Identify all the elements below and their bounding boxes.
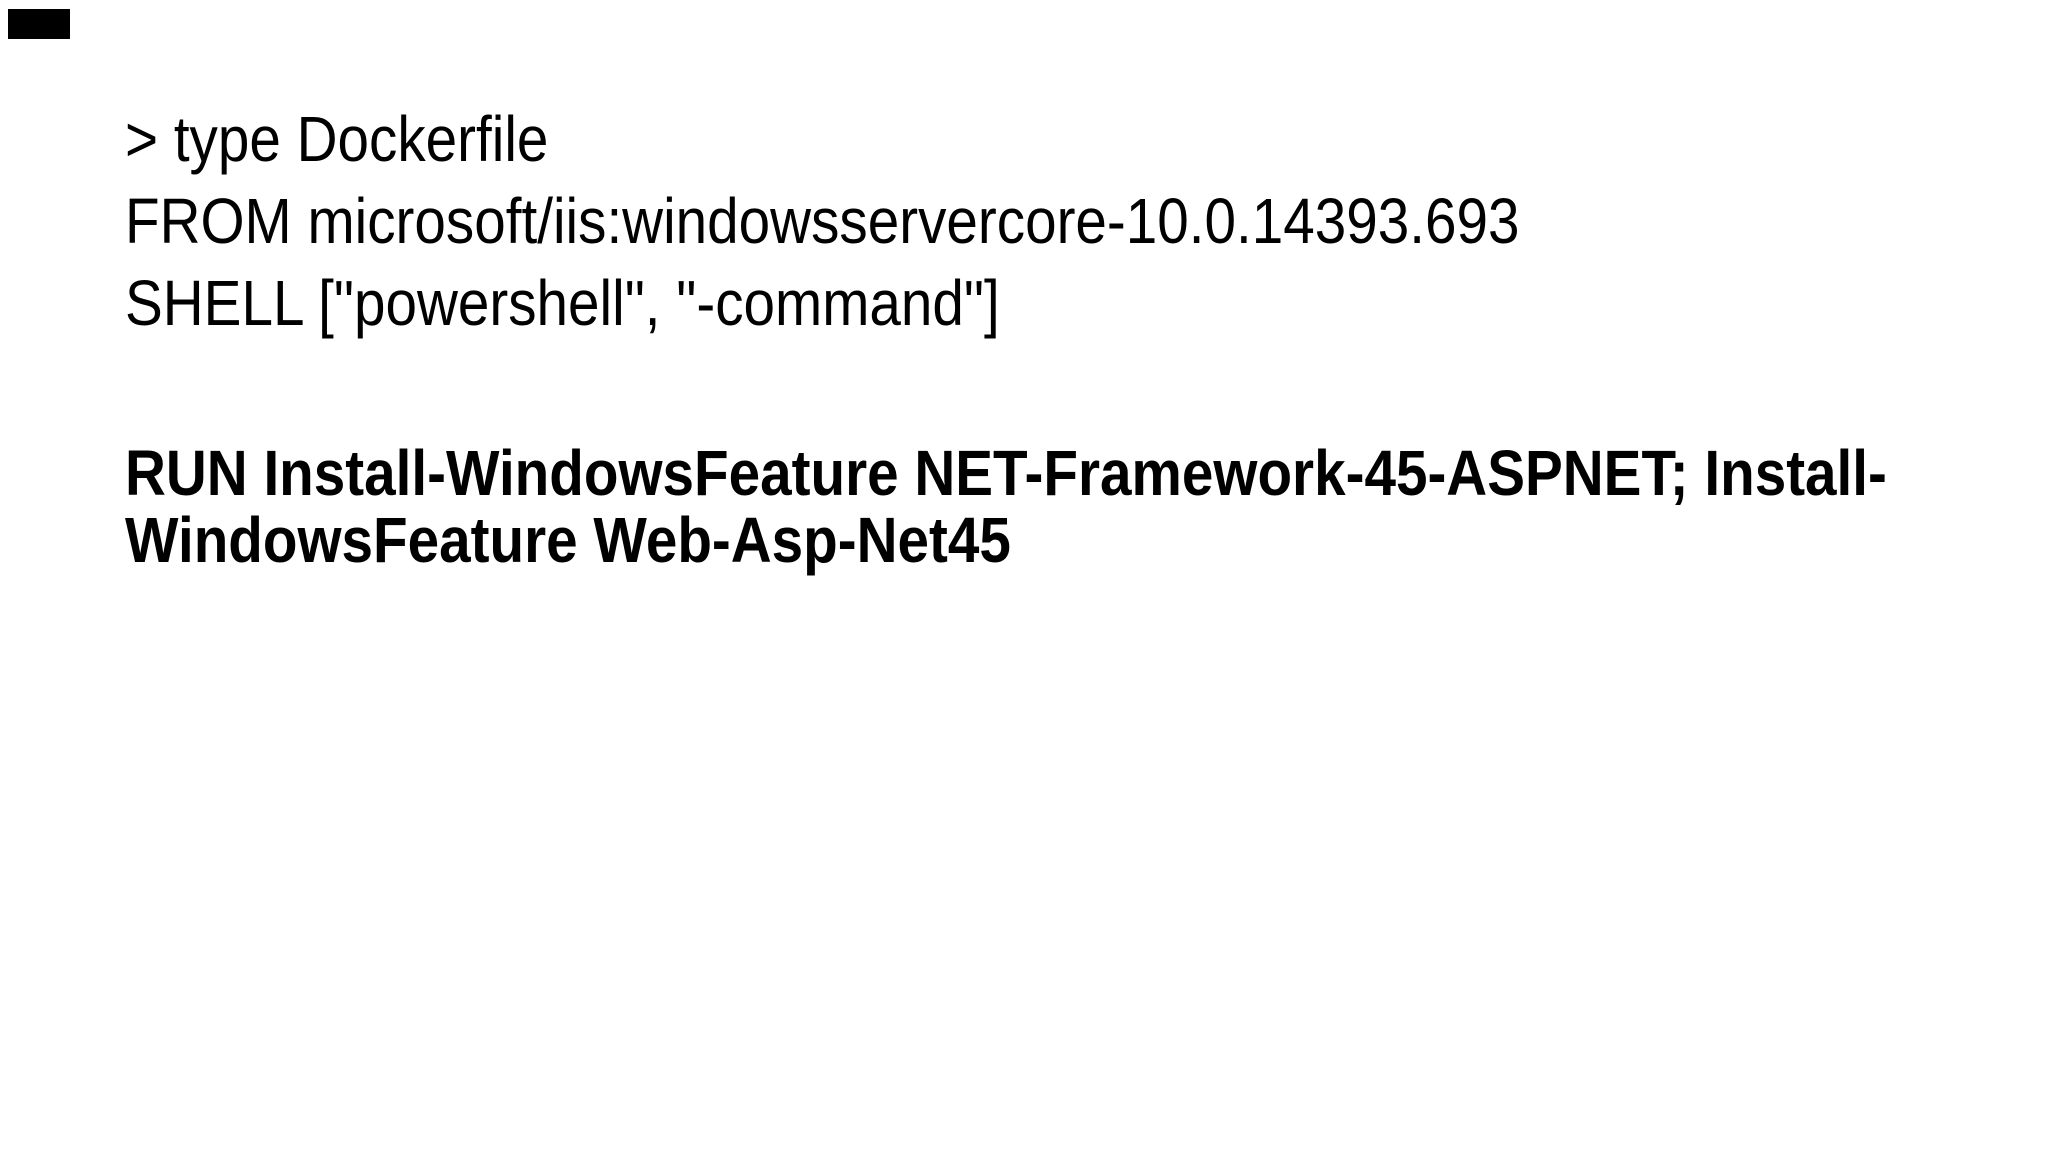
corner-artifact: [8, 9, 70, 39]
dockerfile-run-instruction-block: RUN Install-WindowsFeature NET-Framework…: [125, 440, 1887, 574]
dockerfile-shell-line: SHELL ["powershell", "-command"]: [125, 267, 1000, 339]
dockerfile-run-line-2: WindowsFeature Web-Asp-Net45: [125, 504, 1011, 576]
console-command-line: > type Dockerfile: [125, 103, 549, 175]
dockerfile-from-line: FROM microsoft/iis:windowsservercore-10.…: [125, 185, 1520, 257]
console-output-block: > type Dockerfile FROM microsoft/iis:win…: [125, 98, 1520, 344]
dockerfile-run-line-1: RUN Install-WindowsFeature NET-Framework…: [125, 437, 1887, 509]
